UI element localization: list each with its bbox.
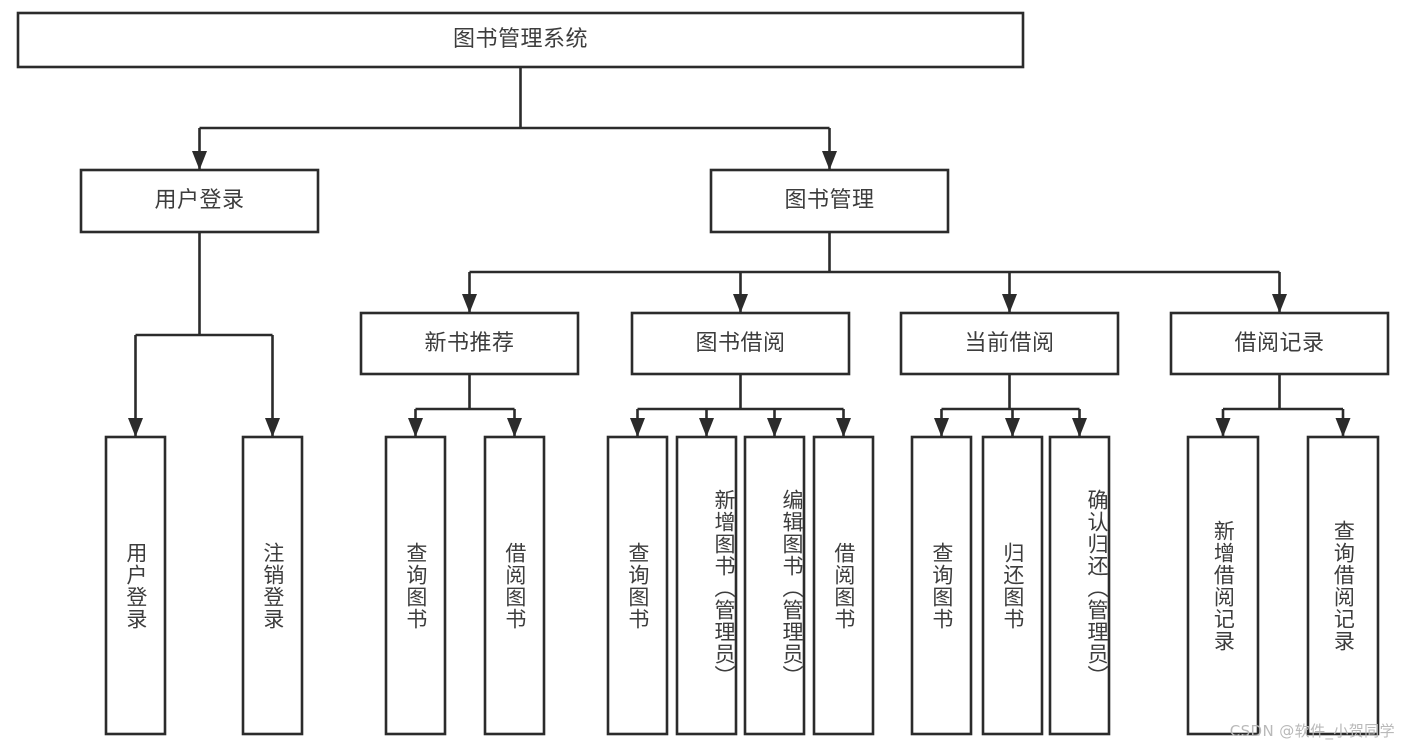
- node-box-leaf_9[interactable]: [981, 435, 1044, 736]
- node-box-leaf_0[interactable]: [104, 435, 167, 736]
- edges-layer: [128, 67, 1351, 437]
- node-box-l3_3[interactable]: [1169, 311, 1390, 376]
- arrow-head: [733, 294, 748, 313]
- arrow-head: [699, 418, 714, 437]
- node-box-leaf_7[interactable]: [812, 435, 875, 736]
- node-box-l3_2[interactable]: [899, 311, 1120, 376]
- arrow-head: [1215, 418, 1231, 437]
- arrow-head: [1005, 418, 1020, 437]
- node-box-leaf_6[interactable]: [743, 435, 806, 736]
- node-box-leaf_4[interactable]: [606, 435, 669, 736]
- node-box-leaf_12[interactable]: [1306, 435, 1380, 736]
- arrow-head: [767, 418, 782, 437]
- arrow-head: [507, 418, 522, 437]
- arrow-head: [408, 418, 423, 437]
- arrow-head: [462, 294, 477, 313]
- arrow-head: [265, 418, 280, 437]
- arrow-head: [1272, 294, 1287, 313]
- node-box-leaf_8[interactable]: [910, 435, 973, 736]
- node-box-l3_0[interactable]: [359, 311, 580, 376]
- node-box-leaf_3[interactable]: [483, 435, 546, 736]
- boxes-layer: [16, 11, 1390, 736]
- arrow-head: [822, 151, 837, 170]
- arrow-head: [836, 418, 851, 437]
- arrow-head: [128, 418, 143, 437]
- arrow-head: [1335, 418, 1351, 437]
- node-box-leaf_2[interactable]: [384, 435, 447, 736]
- node-box-leaf_11[interactable]: [1186, 435, 1260, 736]
- arrow-head: [934, 418, 949, 437]
- arrow-head: [630, 418, 645, 437]
- node-box-l2_1[interactable]: [709, 168, 950, 234]
- arrow-head: [1072, 418, 1087, 437]
- node-box-l3_1[interactable]: [630, 311, 851, 376]
- node-box-l2_0[interactable]: [79, 168, 320, 234]
- node-box-leaf_5[interactable]: [675, 435, 738, 736]
- node-box-leaf_1[interactable]: [241, 435, 304, 736]
- watermark: CSDN @软件_小贺同学: [1229, 722, 1395, 740]
- arrow-head: [1002, 294, 1017, 313]
- arrow-head: [192, 151, 207, 170]
- node-box-root[interactable]: [16, 11, 1025, 69]
- node-box-leaf_10[interactable]: [1048, 435, 1111, 736]
